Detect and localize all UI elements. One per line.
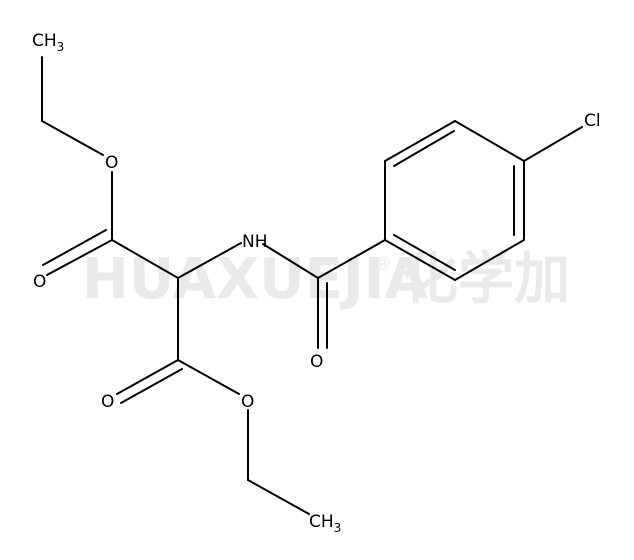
bond-nh-camide	[262, 243, 319, 279]
bond-ring-double-3	[393, 234, 456, 271]
watermark-registered: ®	[374, 254, 392, 275]
bond-c-cl	[523, 126, 583, 162]
bond-carbonyl-top-a	[46, 239, 113, 276]
bond-c-ch-top	[111, 239, 179, 279]
bond-ch-nh	[177, 242, 242, 279]
atom-o-ether-bottom: O	[241, 392, 254, 412]
atom-ch3-top: CH3	[32, 31, 64, 54]
watermark-latin: HUAXUEJIA	[82, 247, 429, 312]
atom-o-ether-top: O	[105, 153, 118, 173]
bond-ring-5	[454, 239, 525, 281]
atom-nh: NH	[242, 232, 268, 252]
bond-carbonyl-top-b	[42, 229, 107, 266]
bond-ch2-o-top	[41, 120, 104, 156]
bond-carbonyl-bottom-b	[120, 368, 183, 404]
atom-o-carbonyl-left: O	[33, 272, 46, 292]
bond-ring-double-1	[393, 130, 455, 167]
watermark-cjk: 化学加	[402, 247, 570, 312]
atom-o-carbonyl-bottom: O	[101, 392, 114, 412]
watermark: HUAXUEJIA ® 化学加	[82, 247, 570, 312]
bond-ring-6	[384, 239, 456, 281]
bond-ring-3	[454, 120, 525, 162]
atom-labels: CH3 O O NH Cl O O O CH3	[32, 31, 601, 535]
atom-cl: Cl	[584, 111, 601, 131]
bond-ring-2	[384, 120, 456, 162]
bond-camide-ring	[317, 239, 386, 279]
atom-o-amide: O	[310, 352, 323, 372]
bonds	[41, 56, 583, 515]
bond-ch2-ch3-bottom	[247, 479, 310, 515]
bond-carbonyl-bottom-a	[116, 359, 179, 395]
atom-ch3-bottom: CH3	[309, 512, 341, 535]
bond-c-o-bottom	[177, 359, 240, 395]
